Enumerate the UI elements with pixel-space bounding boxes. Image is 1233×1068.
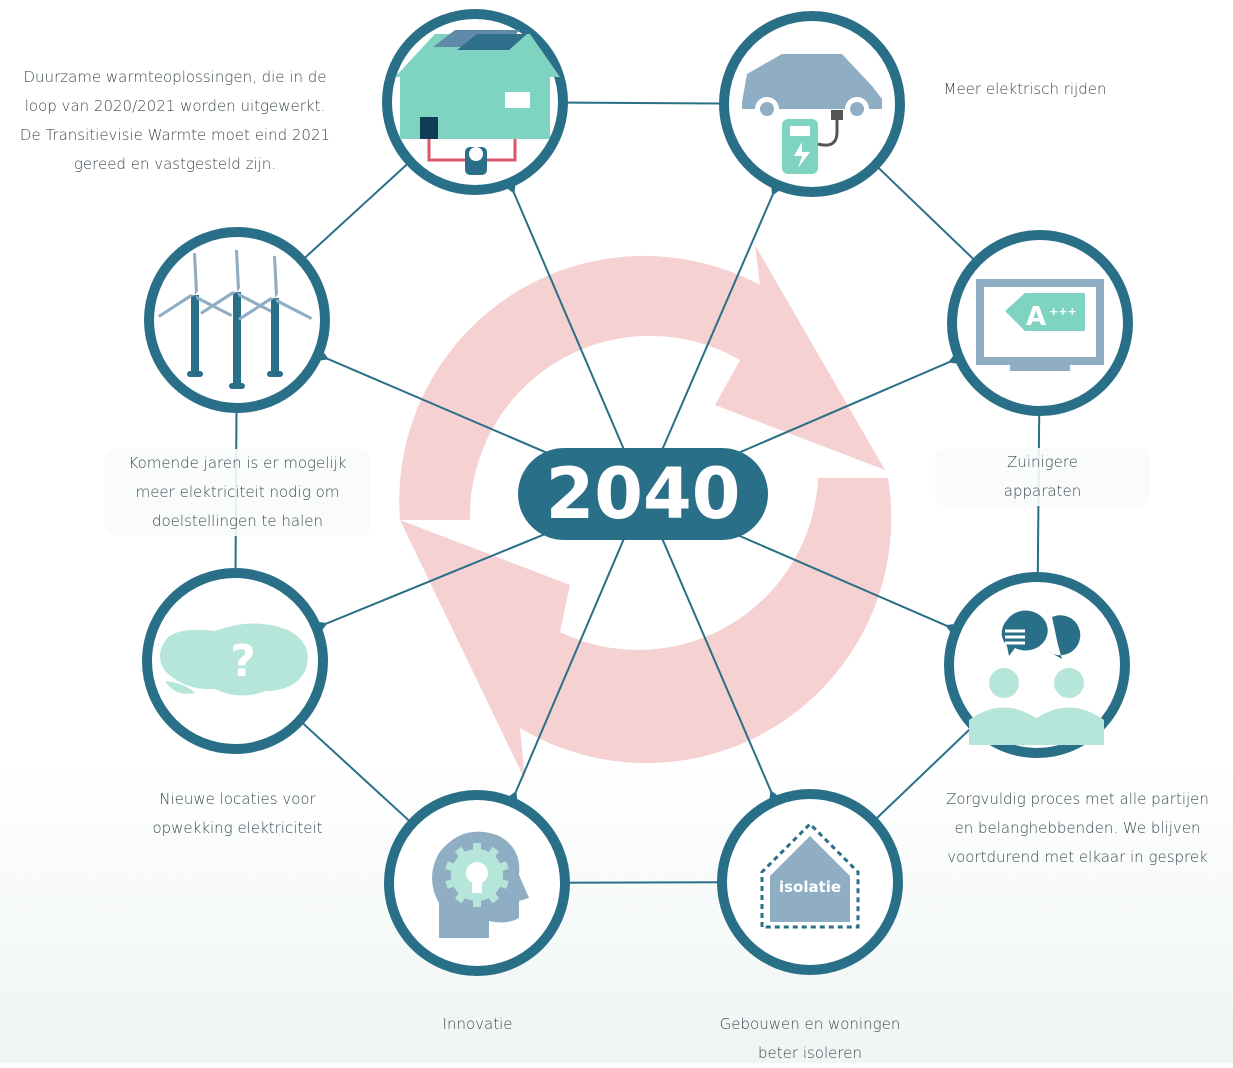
solar-house-heatpump-icon (395, 30, 560, 175)
energy-label-letter: A (1026, 302, 1046, 332)
caption-locaties: Nieuwe locaties voor opwekking elektricit… (130, 785, 345, 843)
caption-line: Zuinigere (1007, 453, 1078, 471)
node-elektriciteit (144, 227, 330, 413)
caption-line: Nieuwe locaties voor (159, 790, 316, 808)
node-locaties: ? (142, 568, 328, 754)
cycle-arrows (399, 245, 892, 780)
cycle-arrow-lower (400, 478, 892, 780)
question-mark-glyph: ? (230, 636, 256, 687)
node-warmte (382, 9, 568, 195)
node-innovatie (384, 790, 570, 976)
caption-line: Komende jaren is er mogelijk (128, 454, 347, 472)
caption-line: doelstellingen te halen (151, 512, 323, 530)
wind-turbines-icon (158, 250, 313, 389)
energy-label-suffix: +++ (1049, 305, 1077, 318)
caption-line: gereed en vastgesteld zijn. (73, 155, 277, 173)
map-question-icon: ? (160, 623, 308, 696)
cycle-arrow-upper (399, 245, 885, 520)
electric-car-charger-icon (742, 54, 882, 174)
caption-line: De Transitievisie Warmte moet eind 2021 (19, 126, 331, 144)
caption-apparaten: Zuinigere apparaten (935, 448, 1150, 506)
caption-line: opwekking elektriciteit (152, 819, 323, 837)
caption-line: Zorgvuldig proces met alle partijen (946, 790, 1209, 808)
year-badge-background (518, 448, 768, 540)
caption-line: apparaten (1003, 482, 1082, 500)
caption-line: en belanghebbenden. We blijven (954, 819, 1201, 837)
caption-isolatie: Gebouwen en woningen beter isoleren (690, 1010, 930, 1068)
insulated-house-icon: isolatie (760, 821, 860, 929)
people-conversation-icon (969, 610, 1104, 745)
year-label: 2040 (546, 453, 741, 535)
caption-innovatie: Innovatie (395, 1010, 560, 1039)
head-lightbulb-icon (432, 831, 529, 938)
node-proces (944, 572, 1130, 758)
node-isolatie: isolatie (717, 789, 903, 975)
energy-label-monitor-icon: A+++ (976, 279, 1104, 371)
caption-line: Gebouwen en woningen (719, 1015, 901, 1033)
caption-line: loop van 2020/2021 worden uitgewerkt. (24, 97, 326, 115)
caption-line: Innovatie (442, 1015, 513, 1033)
caption-warmte: Duurzame warmteoplossingen, die in de loo… (0, 63, 350, 179)
caption-line: beter isoleren (758, 1044, 862, 1062)
node-apparaten: A+++ (947, 230, 1133, 416)
theme-nodes: A+++ isolatie? (142, 9, 1133, 976)
caption-line: Meer elektrisch rijden (943, 80, 1107, 98)
node-elektrisch-rijden (719, 11, 905, 197)
caption-line: meer elektriciteit nodig om (135, 483, 340, 501)
caption-elektrisch-rijden: Meer elektrisch rijden (925, 75, 1125, 104)
caption-elektriciteit: Komende jaren is er mogelijk meer elektri… (105, 449, 370, 536)
caption-line: voortdurend met elkaar in gesprek (947, 848, 1208, 866)
caption-line: Duurzame warmteoplossingen, die in de (23, 68, 327, 86)
year-badge: 2040 (518, 448, 768, 540)
caption-proces: Zorgvuldig proces met alle partijen en be… (925, 785, 1230, 872)
isolatie-label: isolatie (779, 878, 841, 896)
